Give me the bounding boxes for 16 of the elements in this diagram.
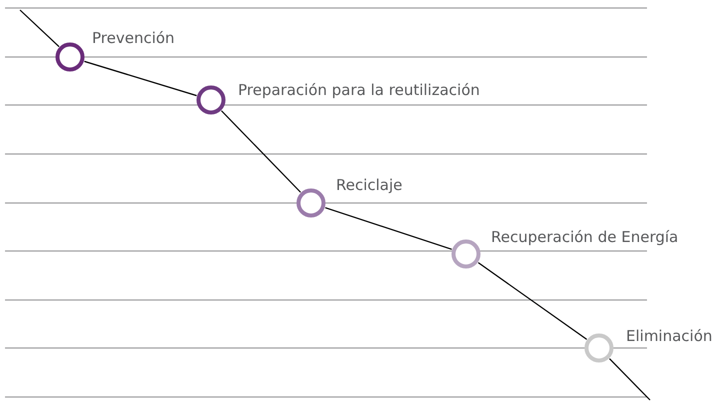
circle-marker — [55, 42, 85, 72]
circle-marker — [584, 333, 614, 363]
circle-marker — [451, 239, 481, 269]
stage-label: Eliminación — [626, 327, 712, 345]
connector-line — [84, 60, 197, 96]
stage-label: Reciclaje — [336, 176, 402, 194]
stage-label: Recuperación de Energía — [491, 228, 678, 246]
connector-line — [221, 110, 301, 193]
stage-label: Prevención — [92, 29, 175, 47]
circle-marker — [196, 85, 226, 115]
connector-line — [20, 10, 60, 48]
stage-label: Preparación para la reutilización — [238, 81, 480, 99]
circle-marker — [296, 188, 326, 218]
connector-line — [609, 358, 650, 400]
connector-line — [478, 262, 588, 340]
connector-line — [325, 207, 452, 250]
